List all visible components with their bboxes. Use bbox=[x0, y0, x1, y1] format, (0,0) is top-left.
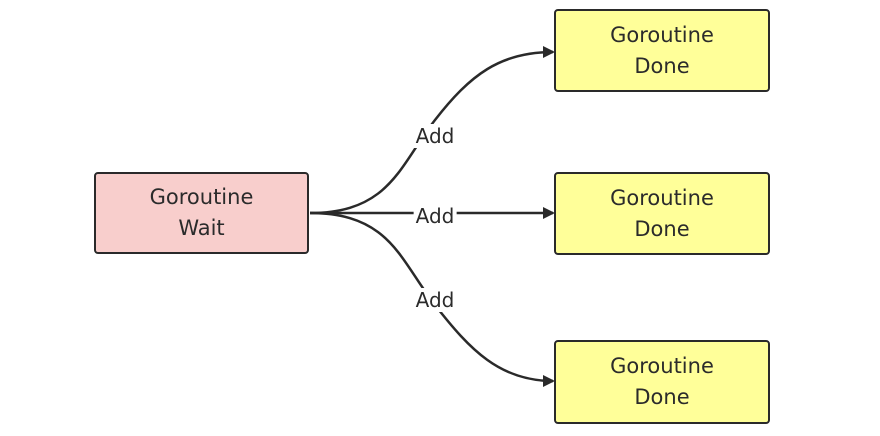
edge-label-middle: Add bbox=[413, 204, 457, 228]
node-label-line2: Wait bbox=[178, 216, 225, 240]
node-label-line1: Goroutine bbox=[610, 185, 714, 210]
node-label-line1: Goroutine bbox=[149, 185, 254, 209]
goroutine-done-node-top: Goroutine Done bbox=[554, 9, 770, 92]
goroutine-wait-node: Goroutine Wait bbox=[94, 172, 309, 254]
node-label-line2: Done bbox=[634, 53, 690, 78]
node-label-line1: Goroutine bbox=[610, 354, 714, 378]
node-label-line2: Done bbox=[634, 385, 690, 409]
node-label-line2: Done bbox=[634, 216, 690, 241]
edge-label-bottom: Add bbox=[413, 288, 457, 312]
goroutine-done-node-bottom: Goroutine Done bbox=[554, 340, 770, 424]
edge-wait-to-done-top bbox=[309, 46, 555, 215]
node-label-line1: Goroutine bbox=[610, 22, 714, 47]
edge-label-top: Add bbox=[413, 124, 457, 148]
goroutine-done-node-middle: Goroutine Done bbox=[554, 172, 770, 255]
